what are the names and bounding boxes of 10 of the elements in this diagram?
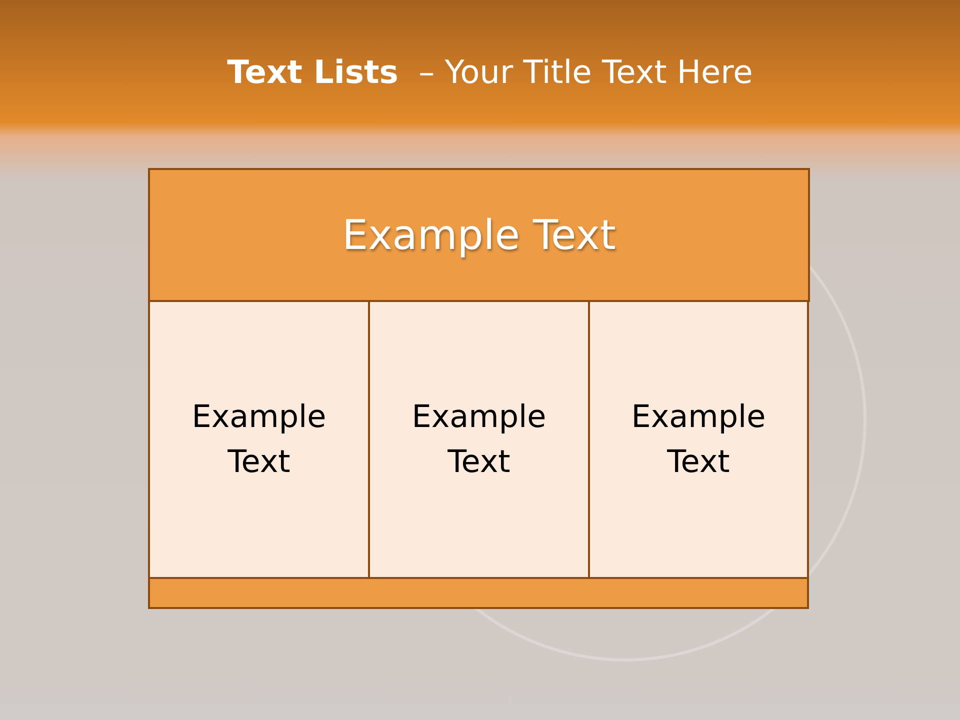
cell-text: Example Text <box>410 398 548 482</box>
cell-text: Example Text <box>190 398 328 482</box>
footer-bar <box>148 577 809 609</box>
header-band <box>148 168 810 302</box>
text-cell <box>368 300 590 579</box>
slide-title: Text Lists – Your Title Text Here <box>226 53 754 92</box>
text-cell <box>148 300 370 579</box>
text-cell <box>588 300 809 579</box>
header-text: Example Text <box>342 211 616 259</box>
cell-text: Example Text <box>630 398 767 482</box>
